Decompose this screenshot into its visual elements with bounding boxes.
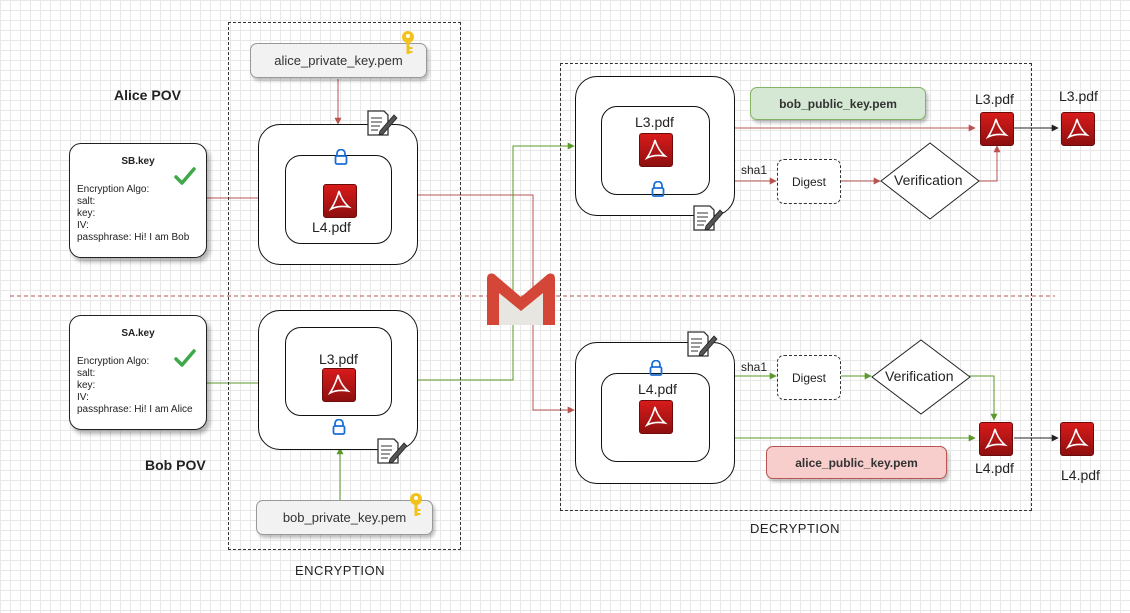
digest-box-bottom[interactable]: Digest: [777, 355, 841, 400]
output-label-top-right: L3.pdf: [1059, 88, 1098, 104]
pdf-icon: [323, 184, 357, 218]
sb-key-line: key:: [77, 208, 96, 219]
checkmark-icon: [174, 167, 196, 185]
pdf-icon[interactable]: [979, 422, 1013, 456]
lock-icon: [332, 419, 346, 435]
output-label-bottom-right: L4.pdf: [1061, 467, 1100, 483]
sb-key-line: passphrase: Hi! I am Bob: [77, 232, 190, 243]
verification-label-bottom: Verification: [885, 368, 954, 384]
pdf-icon: [639, 400, 673, 434]
sha1-label-top: sha1: [741, 163, 768, 177]
lock-icon: [649, 360, 663, 376]
sb-key-card[interactable]: SB.key Encryption Algo: salt: key: IV: p…: [69, 143, 207, 258]
pdf-icon[interactable]: [1060, 422, 1094, 456]
edit-document-icon: [687, 331, 718, 357]
digest-box-top[interactable]: Digest: [777, 159, 841, 204]
alice-private-key[interactable]: alice_private_key.pem: [250, 43, 427, 78]
alice-public-key[interactable]: alice_public_key.pem: [766, 446, 947, 479]
decrypted-file-label-bottom: L4.pdf: [638, 381, 677, 397]
sa-key-line: IV:: [77, 392, 89, 403]
sa-key-details: Encryption Algo: salt: key: IV: passphra…: [77, 356, 193, 416]
output-label-top-mid: L3.pdf: [975, 91, 1014, 107]
edit-document-icon: [377, 438, 408, 464]
digest-label-bottom: Digest: [791, 370, 826, 385]
sa-key-line: Encryption Algo:: [77, 356, 150, 367]
digest-label-top: Digest: [791, 174, 826, 189]
pdf-icon[interactable]: [980, 112, 1014, 146]
verification-diamond-bottom: [871, 339, 971, 415]
lock-icon: [334, 149, 348, 165]
sb-key-title: SB.key: [121, 156, 155, 167]
pdf-icon: [322, 368, 356, 402]
pdf-icon: [639, 133, 673, 167]
sa-key-title: SA.key: [121, 328, 155, 339]
edit-document-icon: [367, 110, 398, 136]
encryption-label: ENCRYPTION: [295, 563, 385, 578]
sb-key-details: Encryption Algo: salt: key: IV: passphra…: [77, 184, 189, 244]
edit-document-icon: [693, 205, 724, 231]
bob-private-key[interactable]: bob_private_key.pem: [256, 500, 433, 535]
decryption-frame: [560, 63, 1032, 511]
sb-key-line: salt:: [77, 196, 96, 207]
encrypted-file-label-bottom: L3.pdf: [319, 351, 358, 367]
sb-key-line: IV:: [77, 220, 89, 231]
bob-private-key-label: bob_private_key.pem: [282, 510, 407, 525]
bob-pov-label: Bob POV: [145, 457, 206, 473]
bob-public-key-label: bob_public_key.pem: [779, 96, 897, 111]
sa-key-line: key:: [77, 380, 96, 391]
output-label-bottom-mid: L4.pdf: [975, 460, 1014, 476]
sb-key-line: Encryption Algo:: [77, 184, 150, 195]
arrow-verify-to-output-top: [978, 145, 1001, 182]
verification-diamond-top: [880, 142, 980, 220]
sa-key-line: salt:: [77, 368, 96, 379]
lock-icon: [651, 181, 665, 197]
gmail-icon: [487, 273, 555, 325]
encrypted-file-label-top: L4.pdf: [312, 219, 351, 235]
arrow-bob-email-send: [417, 142, 575, 381]
key-icon: [402, 31, 414, 54]
sa-key-line: passphrase: Hi! I am Alice: [77, 404, 193, 415]
sa-key-card[interactable]: SA.key Encryption Algo: salt: key: IV: p…: [69, 315, 207, 430]
alice-pov-label: Alice POV: [114, 87, 181, 103]
decrypted-file-label-top: L3.pdf: [635, 114, 674, 130]
checkmark-icon: [174, 349, 196, 367]
alice-public-key-label: alice_public_key.pem: [795, 455, 918, 470]
decryption-label: DECRYPTION: [750, 521, 840, 536]
encryption-frame: [228, 22, 461, 550]
alice-private-key-label: alice_private_key.pem: [274, 53, 403, 68]
arrow-verify-to-output-bottom: [968, 375, 998, 421]
key-icon: [410, 493, 422, 516]
sha1-label-bottom: sha1: [741, 360, 768, 374]
bob-public-key[interactable]: bob_public_key.pem: [750, 87, 926, 120]
verification-label-top: Verification: [894, 172, 963, 188]
pdf-icon[interactable]: [1061, 112, 1095, 146]
